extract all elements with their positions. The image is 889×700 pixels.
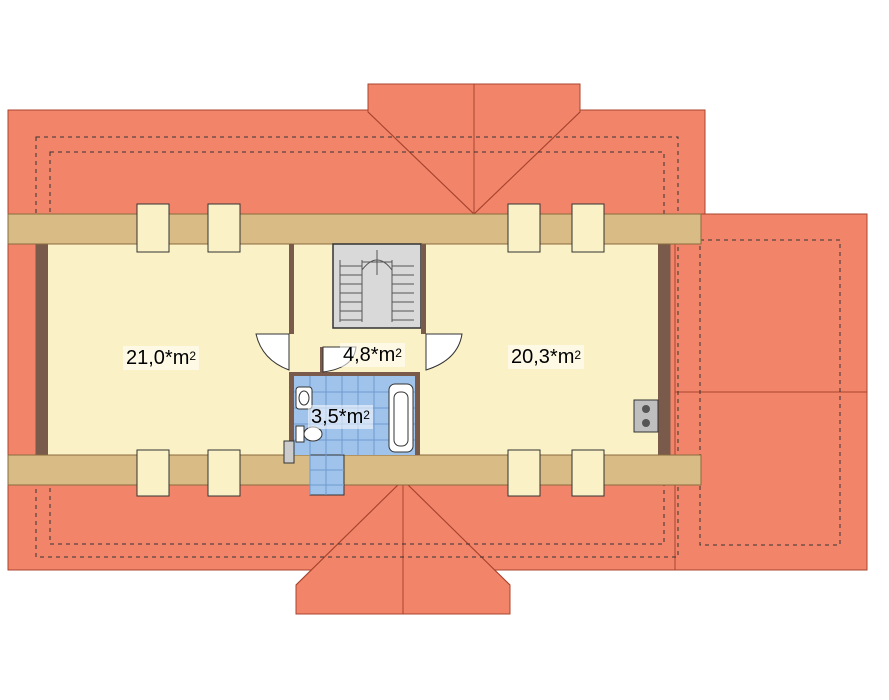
stairs [332, 243, 422, 329]
room-label-hall: 4,8*m2 [340, 343, 405, 367]
room-area-unit-left-room: 2 [189, 349, 197, 363]
wall-right [658, 243, 670, 458]
room-area-right-room: 20,3*m [511, 346, 575, 368]
doors [255, 333, 463, 373]
room-area-unit-hall: 2 [395, 346, 402, 360]
room-label-left-room: 21,0*m2 [123, 346, 200, 370]
room-area-unit-right-room: 2 [574, 348, 582, 362]
room-area-left-room: 21,0*m [126, 347, 190, 369]
toilet [295, 425, 305, 443]
interior-walls [289, 244, 426, 455]
room-area-unit-bathroom: 2 [363, 408, 370, 422]
radiator [283, 440, 295, 464]
room-area-hall: 4,8*m [343, 344, 396, 366]
wall-left [36, 243, 48, 458]
chimney [633, 399, 659, 433]
room-label-right-room: 20,3*m2 [508, 345, 585, 369]
dormers [136, 203, 605, 497]
room-label-bathroom: 3,5*m2 [308, 405, 373, 429]
room-area-bathroom: 3,5*m [311, 406, 364, 428]
